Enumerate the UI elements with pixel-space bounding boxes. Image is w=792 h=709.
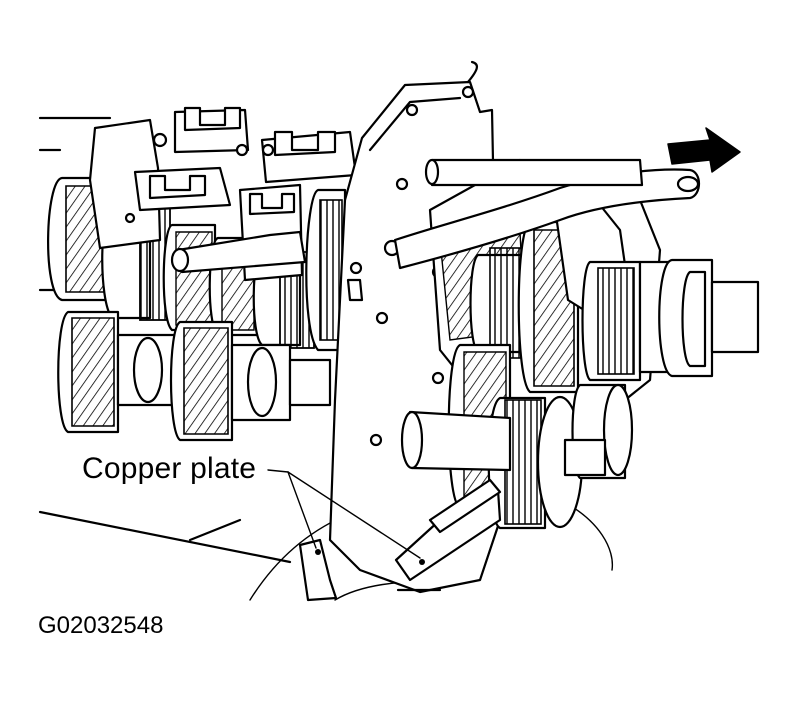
copper-plate-callout: Copper plate [82,452,257,485]
shift-rod [393,158,701,270]
counter-gear-cluster [57,310,332,442]
copper-plate-leaders [267,469,421,559]
copper-plate-strips [298,478,502,602]
arrow-right-icon [667,127,741,173]
lower-right-gears [400,343,634,530]
shift-rail-blocks [88,106,358,282]
figure-id: G02032548 [38,612,164,639]
